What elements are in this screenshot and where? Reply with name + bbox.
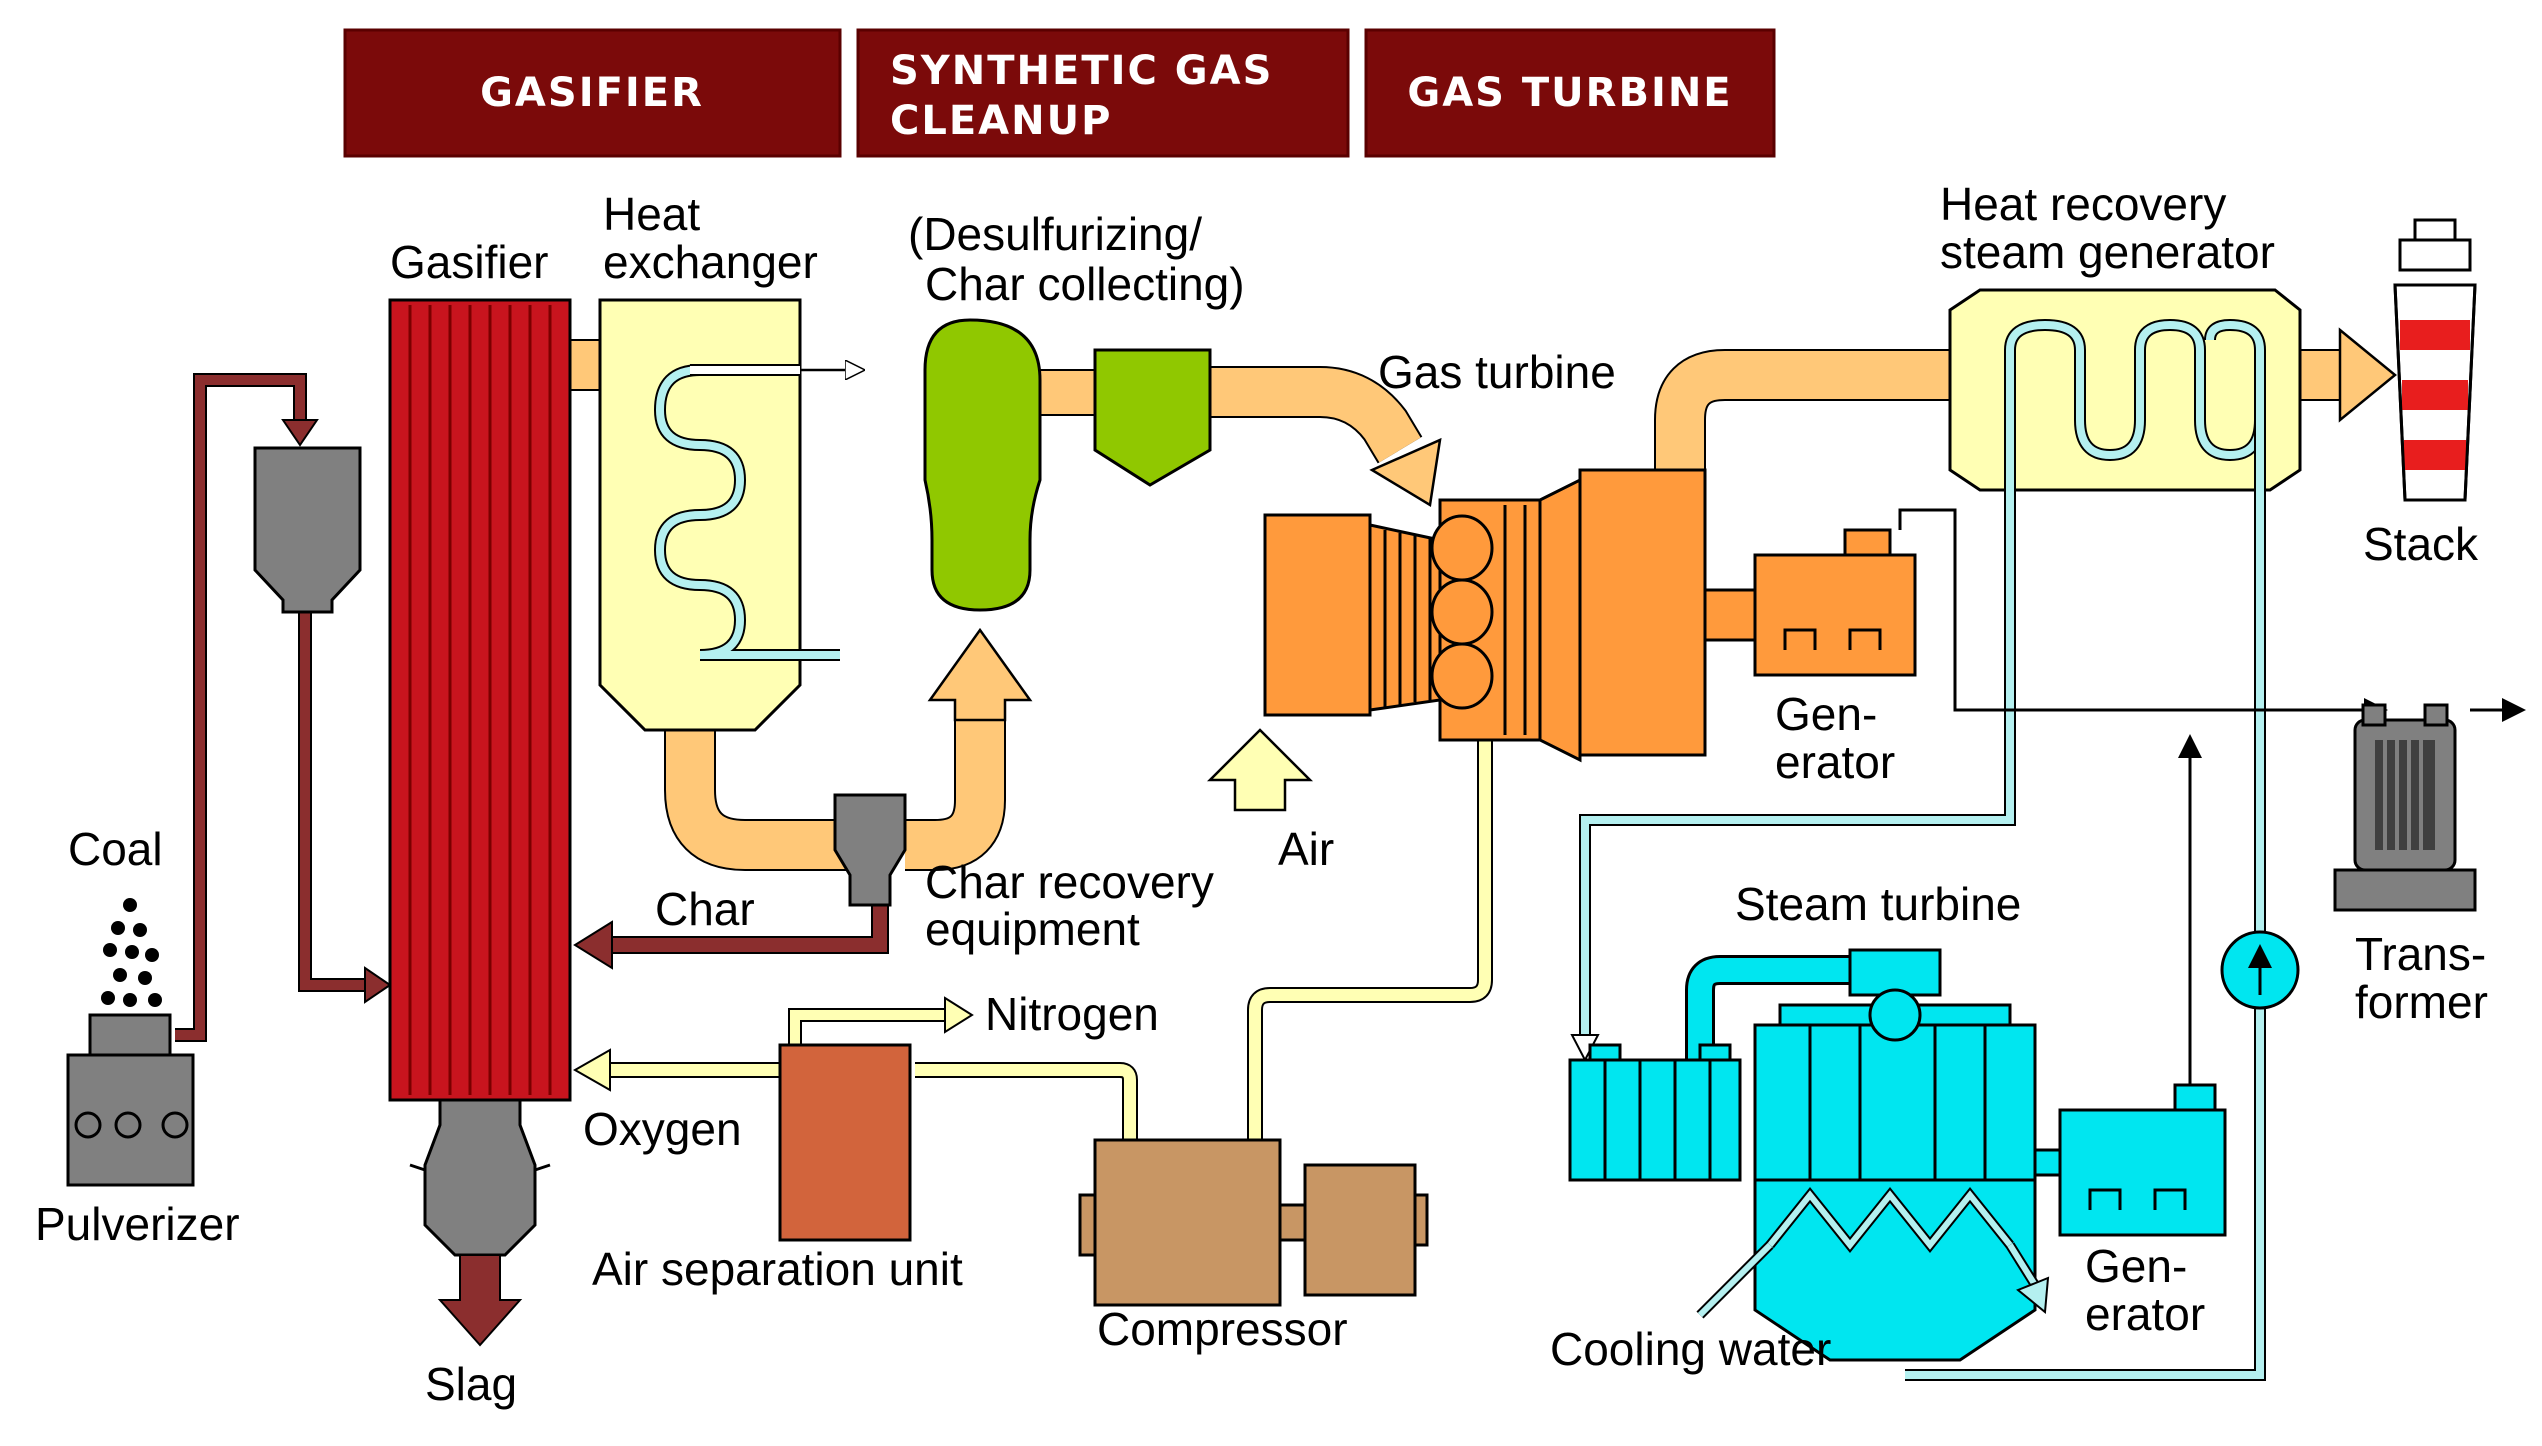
label-compressor: Compressor bbox=[1097, 1303, 1348, 1355]
gas-turbine-unit bbox=[1263, 468, 1762, 763]
label-desulfurizing-line2: Char collecting) bbox=[925, 258, 1245, 310]
label-transformer-line2: former bbox=[2355, 976, 2488, 1028]
label-generator2-line1: Gen- bbox=[2085, 1240, 2187, 1292]
pulverizer bbox=[66, 1013, 195, 1187]
label-air-separation-unit: Air separation unit bbox=[592, 1243, 963, 1295]
label-generator1-line2: erator bbox=[1775, 736, 1895, 788]
label-gasifier: Gasifier bbox=[390, 236, 548, 288]
coal-hopper bbox=[253, 446, 362, 614]
air-separation-unit bbox=[778, 1043, 912, 1242]
compressor bbox=[1078, 1138, 1429, 1307]
gas-turbine-generator bbox=[1753, 528, 1917, 677]
air-lines bbox=[572, 728, 1493, 1140]
steam-turbine-unit bbox=[1568, 948, 2067, 1362]
header-cleanup-line2: CLEANUP bbox=[890, 98, 1112, 144]
syngas-flow bbox=[559, 327, 2397, 871]
heat-exchanger bbox=[598, 298, 860, 732]
coal-particles-icon bbox=[101, 898, 162, 1007]
label-char-recovery-line2: equipment bbox=[925, 903, 1140, 955]
label-hrsg-line2: steam generator bbox=[1940, 226, 2275, 278]
label-gas-turbine: Gas turbine bbox=[1378, 346, 1616, 398]
transformer bbox=[2333, 703, 2477, 912]
label-steam-turbine: Steam turbine bbox=[1735, 878, 2021, 930]
header-cleanup-line1: SYNTHETIC GAS bbox=[890, 48, 1273, 94]
heat-recovery-steam-generator bbox=[1570, 288, 2302, 1381]
char-return-line bbox=[573, 900, 889, 970]
header-gasifier: GASIFIER bbox=[343, 28, 842, 158]
label-desulfurizing-line1: (Desulfurizing/ bbox=[908, 208, 1202, 260]
label-pulverizer: Pulverizer bbox=[35, 1198, 240, 1250]
label-char: Char bbox=[655, 883, 755, 935]
char-collector bbox=[1093, 348, 1212, 487]
header-gas-turbine-text: GAS TURBINE bbox=[1407, 70, 1732, 116]
label-oxygen: Oxygen bbox=[583, 1103, 742, 1155]
label-generator2-line2: erator bbox=[2085, 1288, 2205, 1340]
header-gas-turbine: GAS TURBINE bbox=[1364, 28, 1776, 158]
stack bbox=[2393, 218, 2477, 502]
gasifier-vessel bbox=[388, 298, 572, 1347]
label-transformer-line1: Trans- bbox=[2355, 928, 2486, 980]
label-generator1-line1: Gen- bbox=[1775, 688, 1877, 740]
steam-turbine-generator bbox=[2058, 1083, 2227, 1237]
label-hrsg-line1: Heat recovery bbox=[1940, 178, 2226, 230]
desulfurizer-vessel bbox=[923, 318, 1042, 612]
label-nitrogen: Nitrogen bbox=[985, 988, 1159, 1040]
feedwater-pump-icon bbox=[2220, 930, 2300, 1010]
header-synthetic-gas-cleanup: SYNTHETIC GAS CLEANUP bbox=[856, 28, 1350, 158]
char-recovery-equipment bbox=[833, 793, 907, 907]
label-coal: Coal bbox=[68, 823, 163, 875]
header-gasifier-text: GASIFIER bbox=[480, 70, 704, 116]
label-air: Air bbox=[1278, 823, 1334, 875]
coal-feed-line bbox=[175, 373, 392, 1042]
label-stack: Stack bbox=[2363, 518, 2479, 570]
label-heat-exchanger-line1: Heat bbox=[603, 188, 700, 240]
label-slag: Slag bbox=[425, 1358, 517, 1410]
label-char-recovery-line1: Char recovery bbox=[925, 856, 1214, 908]
label-heat-exchanger-line2: exchanger bbox=[603, 236, 818, 288]
label-cooling-water: Cooling water bbox=[1550, 1323, 1831, 1375]
